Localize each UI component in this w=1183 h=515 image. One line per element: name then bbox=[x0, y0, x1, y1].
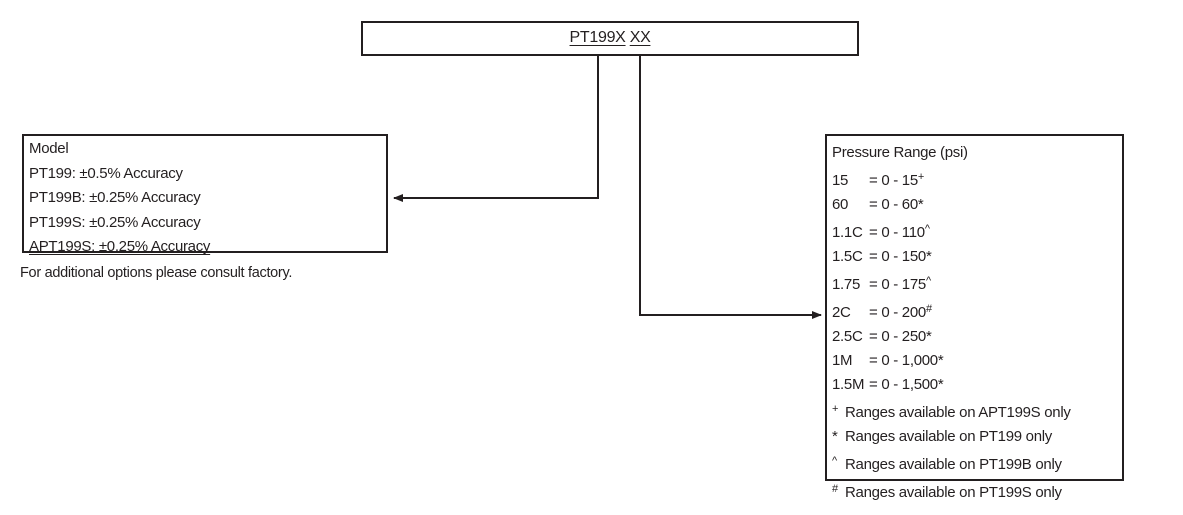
part-code-suffix: XX bbox=[629, 29, 651, 46]
range-mark: * bbox=[937, 376, 944, 393]
legend-item: * Ranges available on PT199 only bbox=[832, 425, 1122, 449]
range-code: 2.5C bbox=[832, 328, 863, 345]
range-mark: ^ bbox=[925, 275, 931, 287]
range-item: 1.75 = 0 - 175^ bbox=[832, 269, 1122, 297]
range-item: 1.5M= 0 - 1,500* bbox=[832, 373, 1122, 397]
legend-text: Ranges available on PT199S only bbox=[845, 484, 1062, 501]
legend-item: + Ranges available on APT199S only bbox=[832, 397, 1122, 425]
legend-text: Ranges available on APT199S only bbox=[845, 404, 1071, 421]
legend-text: Ranges available on PT199 only bbox=[845, 428, 1052, 445]
model-title: Model bbox=[29, 140, 69, 157]
range-mark: * bbox=[925, 248, 932, 265]
model-item: PT199B: ±0.25% Accuracy bbox=[29, 189, 201, 206]
range-mark: * bbox=[937, 352, 944, 369]
range-value: = 0 - 200 bbox=[869, 304, 926, 321]
model-box: Model PT199: ±0.5% Accuracy PT199B: ±0.2… bbox=[22, 134, 388, 255]
model-item: APT199S: ±0.25% Accuracy bbox=[29, 238, 211, 255]
range-connector bbox=[639, 56, 822, 319]
range-value: = 0 - 1,000 bbox=[869, 352, 938, 369]
model-item: PT199S: ±0.25% Accuracy bbox=[29, 213, 201, 231]
range-item: 15 = 0 - 15+ bbox=[832, 165, 1122, 193]
legend-text: Ranges available on PT199B only bbox=[845, 456, 1062, 473]
range-mark: * bbox=[917, 196, 924, 213]
legend-mark: ^ bbox=[832, 455, 837, 467]
range-item: 2.5C = 0 - 250* bbox=[832, 325, 1122, 349]
range-code: 15 bbox=[832, 172, 849, 189]
legend-mark: # bbox=[832, 483, 838, 495]
model-connector bbox=[393, 56, 599, 202]
legend-item: ^ Ranges available on PT199B only bbox=[832, 449, 1122, 477]
range-value: = 0 - 175 bbox=[869, 276, 926, 293]
range-item: 60 = 0 - 60* bbox=[832, 193, 1122, 217]
range-value: = 0 - 60 bbox=[869, 196, 918, 213]
range-value: = 0 - 150 bbox=[869, 248, 926, 265]
range-code: 2C bbox=[832, 304, 851, 321]
range-mark: ^ bbox=[924, 223, 930, 235]
range-code: 1.5C bbox=[832, 248, 863, 265]
legend-item: # Ranges available on PT199S only bbox=[832, 477, 1122, 505]
part-code-box: PT199X XX bbox=[361, 21, 859, 56]
range-value: = 0 - 250 bbox=[869, 328, 926, 345]
legend-mark: * bbox=[832, 428, 838, 445]
model-item: PT199: ±0.5% Accuracy bbox=[29, 164, 183, 182]
range-code: 1.5M bbox=[832, 376, 865, 393]
range-value: = 0 - 110 bbox=[869, 224, 925, 241]
range-item: 1M = 0 - 1,000* bbox=[832, 349, 1122, 373]
pressure-range-title: Pressure Range (psi) bbox=[832, 144, 968, 161]
range-value: = 0 - 1,500 bbox=[869, 376, 938, 393]
range-item: 2C = 0 - 200# bbox=[832, 297, 1122, 325]
range-mark: * bbox=[925, 328, 932, 345]
range-item: 1.1C = 0 - 110^ bbox=[832, 217, 1122, 245]
range-mark: # bbox=[925, 303, 932, 315]
pressure-range-box: Pressure Range (psi) 15= 0 - 15+ 60= 0 -… bbox=[825, 134, 1124, 501]
range-code: 1M bbox=[832, 352, 853, 369]
legend-mark: + bbox=[832, 403, 839, 415]
range-value: = 0 - 15 bbox=[869, 172, 918, 189]
part-code: PT199X XX bbox=[363, 29, 857, 47]
range-item: 1.5C = 0 - 150* bbox=[832, 245, 1122, 269]
part-code-prefix: PT199X bbox=[569, 29, 626, 46]
model-footnote: For additional options please consult fa… bbox=[20, 265, 293, 281]
range-code: 1.75 bbox=[832, 276, 860, 293]
range-code: 60 bbox=[832, 196, 849, 213]
range-code: 1.1C bbox=[832, 224, 863, 241]
range-mark: + bbox=[917, 171, 925, 183]
